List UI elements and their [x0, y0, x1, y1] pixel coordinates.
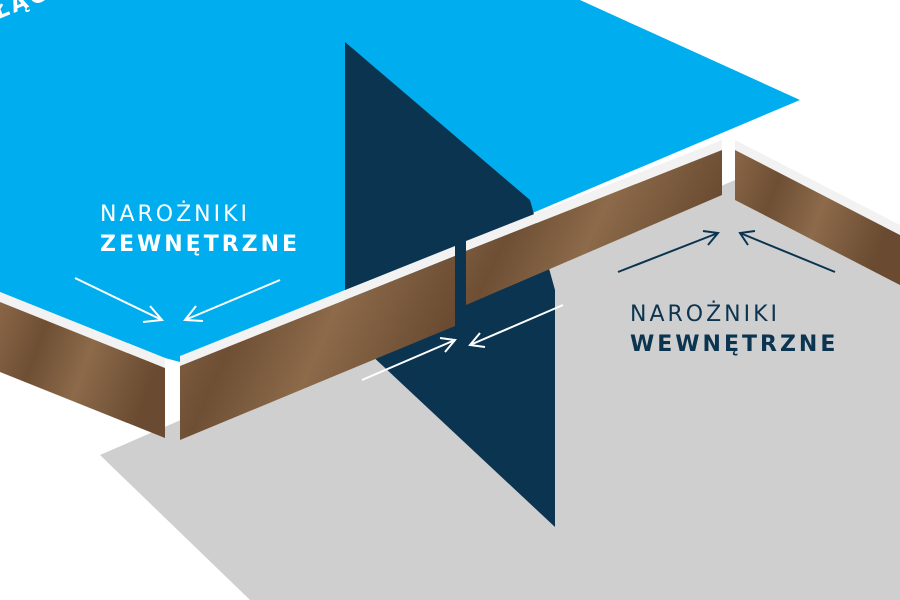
joint-arrows [361, 304, 564, 381]
internal-corners-line1: NAROŻNIKI [630, 302, 781, 327]
external-corner-arrows [74, 277, 281, 323]
middle-board-edge-right [466, 140, 722, 251]
right-board [735, 150, 900, 285]
internal-corner-arrows [617, 230, 836, 273]
middle-board-left [180, 256, 455, 440]
internal-corners-line2: WEWNĘTRZNE [630, 332, 839, 357]
right-board-edge [735, 140, 900, 235]
left-board [0, 302, 165, 438]
middle-board-right [466, 150, 722, 305]
internal-corners-label: NAROŻNIKI WEWNĘTRZNE [630, 300, 838, 360]
external-corners-line1: NAROŻNIKI [100, 202, 251, 227]
middle-board-edge-left [180, 246, 455, 366]
left-board-edge [0, 292, 165, 368]
external-corners-label: NAROŻNIKI ZEWNĘTRZNE [100, 200, 300, 260]
external-corners-line2: ZEWNĘTRZNE [100, 232, 301, 257]
